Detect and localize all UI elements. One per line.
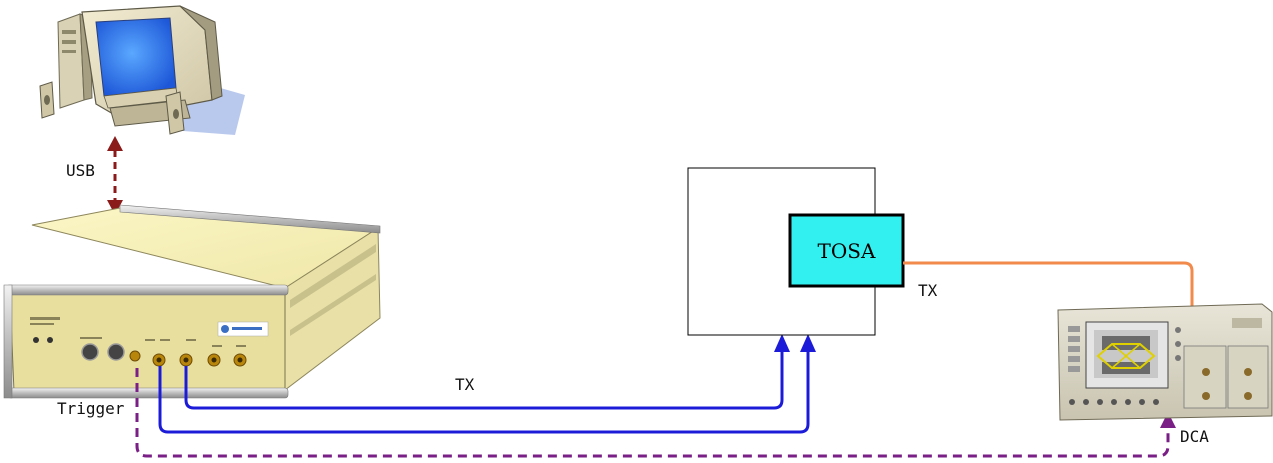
trigger-connection [135, 368, 1176, 458]
tx-right-label: TX [918, 281, 938, 300]
tx-electrical-links [158, 334, 816, 434]
dca-label: DCA [1180, 427, 1209, 446]
usb-label: USB [66, 161, 95, 180]
oscilloscope-icon [1057, 303, 1273, 421]
tx-bottom-label: TX [455, 375, 475, 394]
tosa-label: TOSA [818, 239, 876, 263]
test-instrument-box [3, 204, 381, 399]
desktop-computer-icon [39, 5, 245, 135]
tosa-module [788, 213, 905, 288]
trigger-label: Trigger [57, 399, 125, 418]
usb-connection [107, 136, 123, 215]
